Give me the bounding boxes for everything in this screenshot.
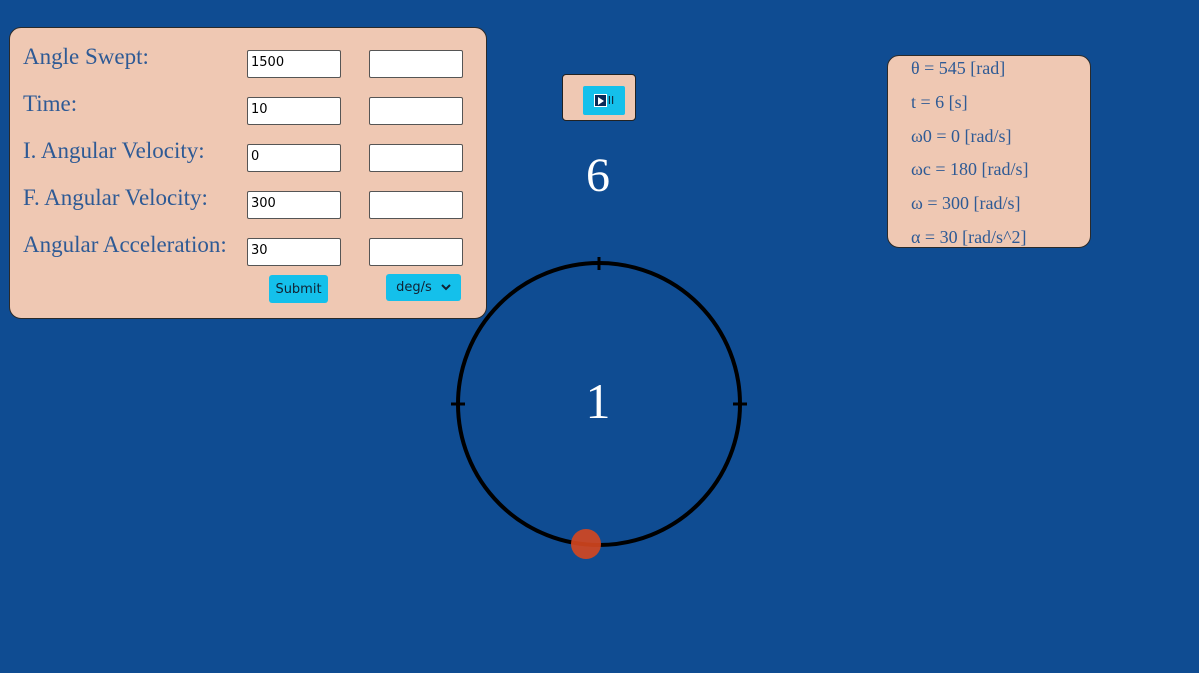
stat-alpha: α = 30 [rad/s^2] — [911, 227, 1027, 247]
stat-theta: θ = 545 [rad] — [911, 58, 1006, 78]
stat-final-omega: ω = 300 [rad/s] — [911, 193, 1021, 213]
angle-swept-input[interactable]: 1500 — [247, 50, 341, 78]
angular-acceleration-input[interactable]: 30 — [247, 238, 341, 266]
results-panel: θ = 545 [rad] t = 6 [s] ω0 = 0 [rad/s] ω… — [887, 55, 1091, 248]
stat-current-omega: ωc = 180 [rad/s] — [911, 159, 1029, 179]
play-pause-button[interactable]: II — [583, 86, 625, 115]
pause-icon: II — [607, 94, 615, 107]
stat-time: t = 6 [s] — [911, 92, 968, 112]
initial-angular-velocity-input[interactable]: 0 — [247, 144, 341, 172]
final-angular-velocity-result-field[interactable] — [369, 191, 463, 219]
elapsed-time-display: 6 — [586, 149, 610, 202]
unit-select-value: deg/s — [396, 280, 432, 295]
final-angular-velocity-label: F. Angular Velocity: — [23, 185, 208, 210]
angular-acceleration-result-field[interactable] — [369, 238, 463, 266]
final-angular-velocity-input[interactable]: 300 — [247, 191, 341, 219]
input-form-panel: Angle Swept: 1500 Time: 10 I. Angular Ve… — [9, 27, 487, 319]
unit-select[interactable]: deg/s — [386, 274, 461, 301]
angle-swept-label: Angle Swept: — [23, 44, 149, 69]
initial-angular-velocity-result-field[interactable] — [369, 144, 463, 172]
time-result-field[interactable] — [369, 97, 463, 125]
playback-control-box: II — [562, 74, 636, 121]
time-label: Time: — [23, 91, 78, 116]
angular-acceleration-label: Angular Acceleration: — [23, 232, 227, 257]
chevron-down-icon — [441, 284, 451, 291]
stat-initial-omega: ω0 = 0 [rad/s] — [911, 126, 1012, 146]
revolution-count-display: 1 — [585, 373, 611, 429]
rotating-ball — [571, 529, 601, 559]
submit-button[interactable]: Submit — [269, 275, 328, 303]
angle-swept-result-field[interactable] — [369, 50, 463, 78]
time-input[interactable]: 10 — [247, 97, 341, 125]
play-icon — [593, 94, 607, 107]
initial-angular-velocity-label: I. Angular Velocity: — [23, 138, 205, 163]
